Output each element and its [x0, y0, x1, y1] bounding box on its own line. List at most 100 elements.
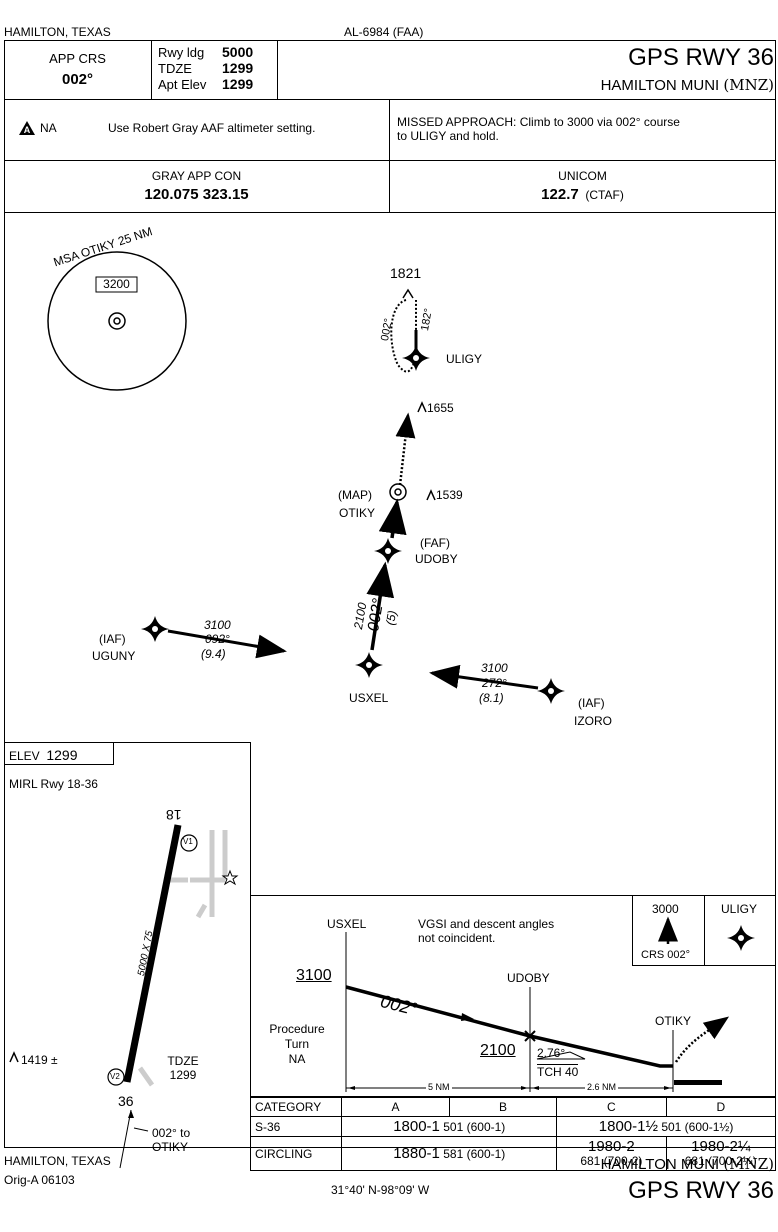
- usxel-label: USXEL: [349, 691, 389, 705]
- otiky-course-line2: OTIKY: [152, 1140, 189, 1154]
- runway-18-36: [123, 824, 182, 1083]
- runway-lighting: MIRL Rwy 18-36: [9, 777, 98, 791]
- profile-note-line2: not coincident.: [418, 931, 496, 945]
- footer-location: HAMILTON, TEXAS: [4, 1154, 111, 1168]
- procedure-turn-line1: Procedure: [269, 1022, 325, 1036]
- izoro-transition: [429, 664, 539, 690]
- izoro-altitude: 3100: [481, 661, 508, 675]
- profile-note-line1: VGSI and descent angles: [418, 917, 555, 931]
- procedure-turn-line2: Turn: [284, 1037, 310, 1051]
- footer-airport: HAMILTON MUNI (MNZ): [600, 1155, 774, 1173]
- uguny-distance: (9.4): [201, 647, 226, 661]
- uligy-label: ULIGY: [446, 352, 483, 366]
- s36-label: S-36: [249, 1116, 343, 1137]
- izoro-iaf-label: (IAF): [578, 696, 605, 710]
- apt-elev-value: 1299: [222, 76, 254, 92]
- izoro-course: 272°: [482, 676, 507, 690]
- svg-text:A: A: [24, 125, 31, 135]
- procedure-title: GPS RWY 36: [628, 44, 774, 71]
- obstacle-1539-label: 1539: [436, 488, 463, 502]
- footer-procedure: GPS RWY 36: [628, 1177, 774, 1204]
- sketch-tdze-label: TDZE: [167, 1054, 199, 1068]
- unicom-label: UNICOM: [558, 169, 607, 183]
- airport-title: HAMILTON MUNI (MNZ): [600, 76, 774, 94]
- msa-center-icon: [108, 312, 126, 330]
- otiky-course-line1: 002° to: [152, 1126, 191, 1140]
- profile-udoby: UDOBY: [507, 971, 550, 985]
- map-label: (MAP): [338, 488, 372, 502]
- elev-label: ELEV 1299: [9, 747, 78, 763]
- descent-path: [345, 985, 673, 1068]
- circling-label: CIRCLING: [249, 1136, 343, 1171]
- obstacle-1655-label: 1655: [427, 401, 454, 415]
- uligy-fix-icon: [402, 345, 430, 371]
- intermediate-course-segment: [366, 561, 395, 651]
- faf-maltese-cross-icon: [524, 1030, 536, 1042]
- app-con-label: GRAY APP CON: [151, 169, 242, 183]
- udoby-fix-icon: [374, 538, 402, 564]
- altimeter-note: Use Robert Gray AAF altimeter setting.: [108, 121, 316, 135]
- app-crs-value: 002°: [61, 71, 94, 88]
- chart-id: AL-6984 (FAA): [344, 25, 424, 39]
- vgsi-top-label: V1: [183, 837, 193, 846]
- obstacle-1539-icon: [426, 489, 436, 501]
- circling-ab-minimums: 1880-1 581 (600-1): [341, 1136, 558, 1171]
- udoby-label: UDOBY: [415, 552, 458, 566]
- final-course-segment: [378, 498, 407, 539]
- obstacle-1821-icon: [402, 288, 414, 299]
- vgsi-bottom-icon: [107, 1068, 125, 1086]
- holding-pattern: [390, 299, 417, 373]
- uguny-label: UGUNY: [92, 649, 136, 663]
- category-header: CATEGORY: [249, 1097, 343, 1117]
- header-location: HAMILTON, TEXAS: [4, 25, 111, 39]
- vgsi-bottom-label: V2: [110, 1072, 120, 1081]
- msa-altitude: 3200: [103, 277, 130, 291]
- app-con-freqs: 120.075 323.15: [144, 186, 249, 203]
- sketch-tdze-value: 1299: [169, 1068, 197, 1082]
- category-b: B: [448, 1097, 558, 1117]
- alternate-na-icon: A: [19, 121, 35, 135]
- uguny-altitude: 3100: [204, 618, 231, 632]
- minimums-table: CATEGORY A B C D S-36 1800-1 501 (600-1)…: [249, 1097, 777, 1171]
- category-a: A: [341, 1097, 450, 1117]
- footer-amendment: Orig-A 06103: [4, 1173, 75, 1187]
- otiky-label: OTIKY: [339, 506, 376, 520]
- obstacle-1419-icon: [9, 1051, 19, 1063]
- s36-ab-minimums: 1800-1 501 (600-1): [341, 1116, 558, 1137]
- tdze-value: 1299: [222, 60, 254, 76]
- msa-circle: [47, 251, 187, 391]
- ma-fix: ULIGY: [721, 902, 758, 916]
- profile-alt-3100: 3100: [296, 967, 332, 984]
- category-c: C: [556, 1097, 667, 1117]
- msa-alt-box: [95, 276, 138, 293]
- missed-approach-line2: to ULIGY and hold.: [397, 129, 499, 143]
- apt-elev-label: Apt Elev: [158, 77, 207, 92]
- ma-altitude: 3000: [652, 902, 679, 916]
- distance-2-6nm: 2.6 NM: [585, 1082, 619, 1092]
- glide-angle: 2.76°: [537, 1046, 566, 1060]
- profile-alt-2100: 2100: [480, 1042, 516, 1059]
- footer-coordinates: 31°40' N-98°09' W: [331, 1183, 430, 1197]
- tdze-label: TDZE: [158, 61, 192, 76]
- uguny-course: 092°: [205, 632, 230, 646]
- elev-box: [4, 742, 114, 765]
- obstacle-1655-icon: [417, 401, 427, 413]
- usxel-fix-icon: [355, 652, 383, 678]
- faf-label: (FAF): [420, 536, 450, 550]
- alternate-note: NA: [40, 121, 57, 135]
- otiky-course-line: [119, 1109, 132, 1169]
- beacon-icon: [221, 869, 239, 886]
- s36-cd-minimums: 1800-1½ 501 (600-1½): [556, 1116, 776, 1137]
- tch: TCH 40: [537, 1064, 579, 1079]
- profile-otiky: OTIKY: [655, 1014, 692, 1028]
- obstacle-1821-label: 1821: [390, 265, 422, 281]
- profile-runway: [674, 1080, 722, 1085]
- distance-5nm: 5 NM: [426, 1082, 452, 1092]
- uguny-transition: [167, 629, 287, 659]
- vgsi-top-icon: [180, 834, 198, 852]
